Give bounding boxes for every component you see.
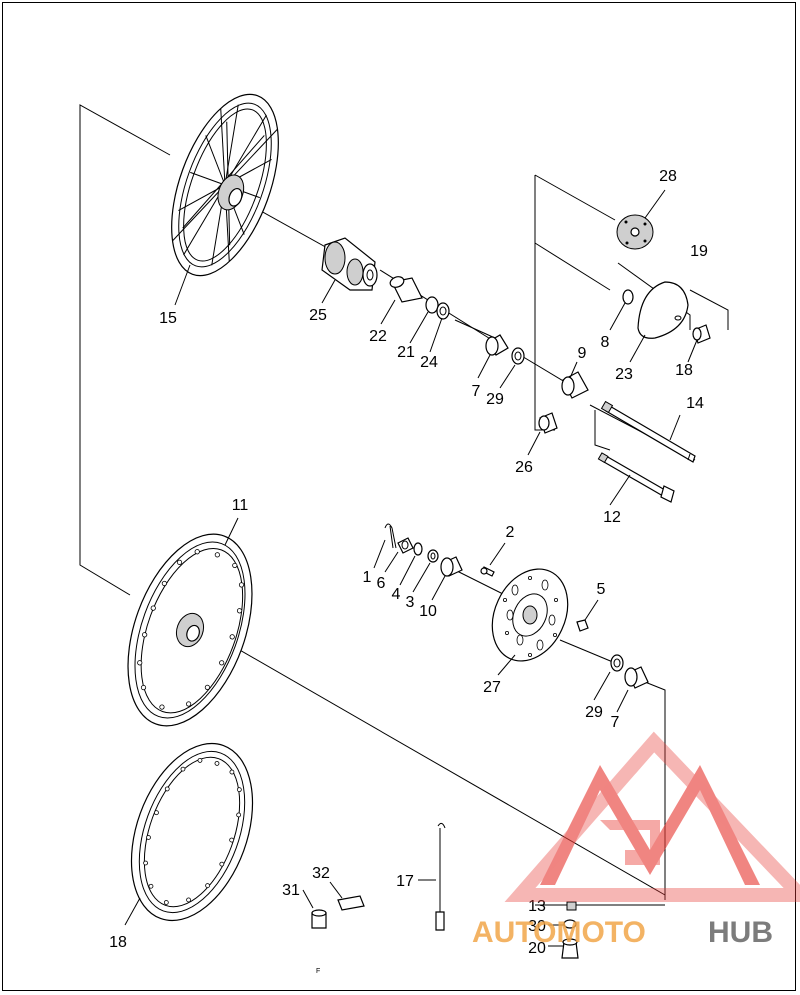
label-leaders bbox=[124, 189, 698, 926]
nut-5 bbox=[576, 619, 589, 632]
valve-cap-13 bbox=[566, 901, 577, 911]
callout-1: 1 bbox=[363, 569, 372, 586]
footer-mark: F bbox=[316, 968, 320, 975]
washer-3 bbox=[427, 549, 439, 563]
rim-18 bbox=[130, 742, 254, 922]
seal-29-upper bbox=[511, 347, 525, 365]
callout-16: 17 bbox=[396, 873, 414, 890]
rim-band-32 bbox=[337, 895, 365, 911]
callout-24: 24 bbox=[420, 354, 438, 371]
callout-7-upper: 7 bbox=[472, 383, 481, 400]
callout-30: 30 bbox=[528, 918, 546, 935]
spacer-10 bbox=[440, 556, 463, 577]
callout-4: 4 bbox=[392, 586, 401, 603]
callout-28: 28 bbox=[659, 168, 677, 185]
callout-8: 8 bbox=[601, 334, 610, 351]
spoked-wheel bbox=[171, 93, 279, 277]
spacer-26 bbox=[538, 412, 558, 434]
callout-32: 32 bbox=[312, 865, 330, 882]
watermark-left: AUTOMOTO bbox=[472, 916, 646, 949]
callout-27: 27 bbox=[483, 679, 501, 696]
automotohub-watermark: AUTOMOTO HUB bbox=[472, 731, 800, 949]
o-ring-8 bbox=[622, 289, 634, 305]
callout-29-lower: 29 bbox=[585, 704, 603, 721]
nut-17 bbox=[692, 324, 711, 344]
callout-6: 6 bbox=[377, 575, 386, 592]
callout-25: 25 bbox=[309, 307, 327, 324]
callout-11: 11 bbox=[232, 497, 249, 514]
callout-31: 31 bbox=[282, 882, 300, 899]
nut-6 bbox=[397, 537, 414, 554]
callout-15: 15 bbox=[159, 310, 177, 327]
washer-21 bbox=[425, 296, 439, 314]
callout-labels: 15 25 22 21 24 7 29 9 26 28 19 8 23 18 1… bbox=[109, 168, 708, 975]
spoke-16 bbox=[435, 822, 446, 931]
callout-23: 23 bbox=[615, 366, 633, 383]
nipple-31 bbox=[311, 909, 327, 929]
brake-disc bbox=[491, 568, 569, 662]
valve-stem-20 bbox=[561, 938, 579, 959]
callout-7-lower: 7 bbox=[611, 714, 620, 731]
watermark-right: HUB bbox=[708, 916, 773, 949]
axle-14 bbox=[600, 400, 696, 463]
valve-nut-30 bbox=[563, 919, 577, 929]
washer-24 bbox=[436, 302, 450, 320]
callout-13: 13 bbox=[528, 898, 546, 915]
callout-17: 18 bbox=[675, 362, 693, 379]
callout-26: 26 bbox=[515, 459, 533, 476]
callout-18-text: 18 bbox=[109, 934, 127, 951]
callout-19: 19 bbox=[690, 243, 708, 260]
callout-14: 14 bbox=[686, 395, 704, 412]
bearing-7-lower bbox=[624, 666, 649, 689]
callout-10: 10 bbox=[419, 603, 437, 620]
bearing-7-upper bbox=[485, 334, 509, 356]
spacer-tube bbox=[389, 276, 423, 303]
callout-29-upper: 29 bbox=[486, 391, 504, 408]
screw-2 bbox=[480, 566, 495, 577]
bolt-12 bbox=[597, 452, 675, 503]
hub-cover-23 bbox=[637, 281, 689, 339]
callout-22: 22 bbox=[369, 328, 387, 345]
spacer-9 bbox=[561, 371, 589, 399]
hub bbox=[321, 237, 378, 291]
seal-29-lower bbox=[610, 654, 624, 672]
callout-2: 2 bbox=[506, 524, 515, 541]
washer-4 bbox=[413, 542, 423, 556]
callout-3: 3 bbox=[406, 594, 415, 611]
callout-20: 20 bbox=[528, 940, 546, 957]
cotter-pin-1 bbox=[384, 523, 397, 549]
callout-12: 12 bbox=[603, 509, 621, 526]
callout-21: 21 bbox=[397, 344, 415, 361]
callout-5: 5 bbox=[597, 581, 606, 598]
plate-28 bbox=[616, 214, 654, 250]
callout-9: 9 bbox=[578, 345, 587, 362]
cast-wheel bbox=[127, 533, 253, 727]
